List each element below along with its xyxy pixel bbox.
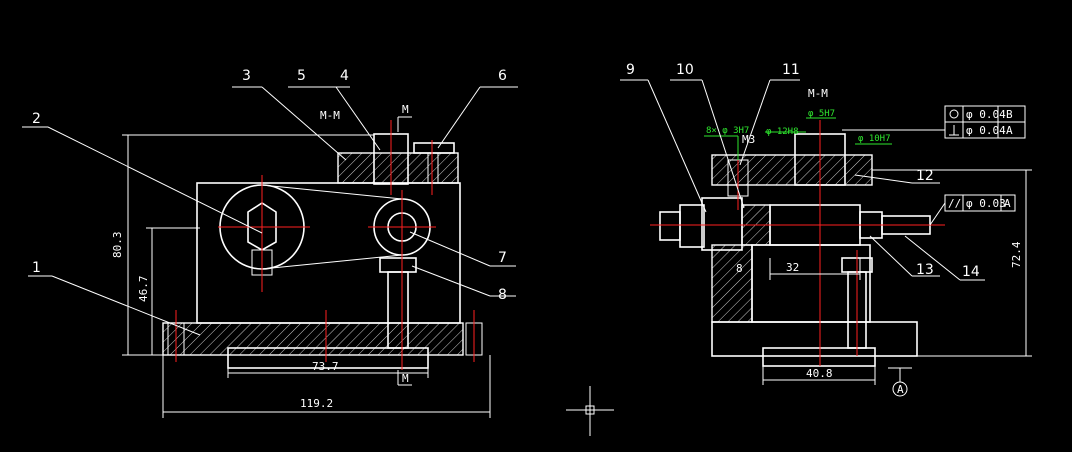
part-label-5: 5 bbox=[297, 68, 306, 84]
fit-annotation-3: φ 5H7 bbox=[808, 109, 835, 119]
datum-label: A bbox=[897, 383, 904, 396]
fit-annotation-4: φ 10H7 bbox=[858, 134, 891, 144]
arm-top-edge bbox=[261, 184, 403, 200]
body-frame-left bbox=[196, 182, 461, 324]
nut-a bbox=[659, 211, 681, 241]
post-8 bbox=[387, 271, 409, 349]
base-plate-left bbox=[162, 322, 464, 356]
base-slot-left bbox=[227, 347, 429, 369]
part-label-9: 9 bbox=[626, 62, 635, 78]
dim-height-mid: 46.7 bbox=[137, 276, 150, 303]
part-label-7: 7 bbox=[498, 250, 507, 266]
top-block-left bbox=[337, 152, 459, 184]
body-right bbox=[751, 244, 871, 323]
upright-right bbox=[711, 244, 753, 323]
flatness-value: φ 0.04 bbox=[966, 108, 1006, 121]
parallel-symbol: // bbox=[948, 197, 961, 210]
part-label-14: 14 bbox=[962, 264, 980, 280]
perp-value: φ 0.04 bbox=[966, 124, 1006, 137]
part-label-2: 2 bbox=[32, 111, 41, 127]
housing-9 bbox=[701, 197, 743, 251]
arm-bottom-edge bbox=[261, 254, 403, 270]
dim-bore-span: 32 bbox=[786, 261, 799, 274]
part-label-1: 1 bbox=[32, 260, 41, 276]
fit-annotation-1: 8× φ 3H7 bbox=[706, 126, 749, 136]
cut-mark-bottom: M bbox=[402, 372, 409, 385]
cut-mark-top: M bbox=[402, 103, 409, 116]
base-slot-right bbox=[762, 347, 876, 367]
part-label-12: 12 bbox=[916, 168, 934, 184]
thread-annotation: M3 bbox=[742, 133, 755, 146]
flatness-ref: B bbox=[1006, 108, 1013, 121]
right-view bbox=[566, 79, 1032, 436]
dim-base-width-right: 40.8 bbox=[806, 367, 833, 380]
base-plate-right bbox=[711, 321, 918, 357]
screw-6 bbox=[427, 152, 439, 184]
cap-6 bbox=[413, 142, 455, 154]
part-label-6: 6 bbox=[498, 68, 507, 84]
part-label-13: 13 bbox=[916, 262, 934, 278]
dim-overall-width: 119.2 bbox=[300, 397, 333, 410]
part-label-11: 11 bbox=[782, 62, 800, 78]
section-label-left: M-M bbox=[320, 109, 340, 122]
fit-annotation-2: φ 12H8 bbox=[766, 127, 799, 137]
dim-slot-width: 73.7 bbox=[312, 360, 339, 373]
nut-8 bbox=[379, 257, 417, 273]
small-mark: 8 bbox=[736, 262, 743, 275]
perp-ref: A bbox=[1006, 124, 1013, 137]
part-label-8: 8 bbox=[498, 287, 507, 303]
part-label-10: 10 bbox=[676, 62, 694, 78]
section-label-right: M-M bbox=[808, 87, 828, 100]
left-view bbox=[22, 86, 518, 418]
parallel-value: φ 0.03 bbox=[966, 197, 1006, 210]
part-label-4: 4 bbox=[340, 68, 349, 84]
parallel-ref: A bbox=[1004, 197, 1011, 210]
nut-b bbox=[679, 204, 705, 248]
part-label-3: 3 bbox=[242, 68, 251, 84]
dim-right-height: 72.4 bbox=[1010, 241, 1023, 268]
dim-height-total: 80.3 bbox=[111, 232, 124, 259]
